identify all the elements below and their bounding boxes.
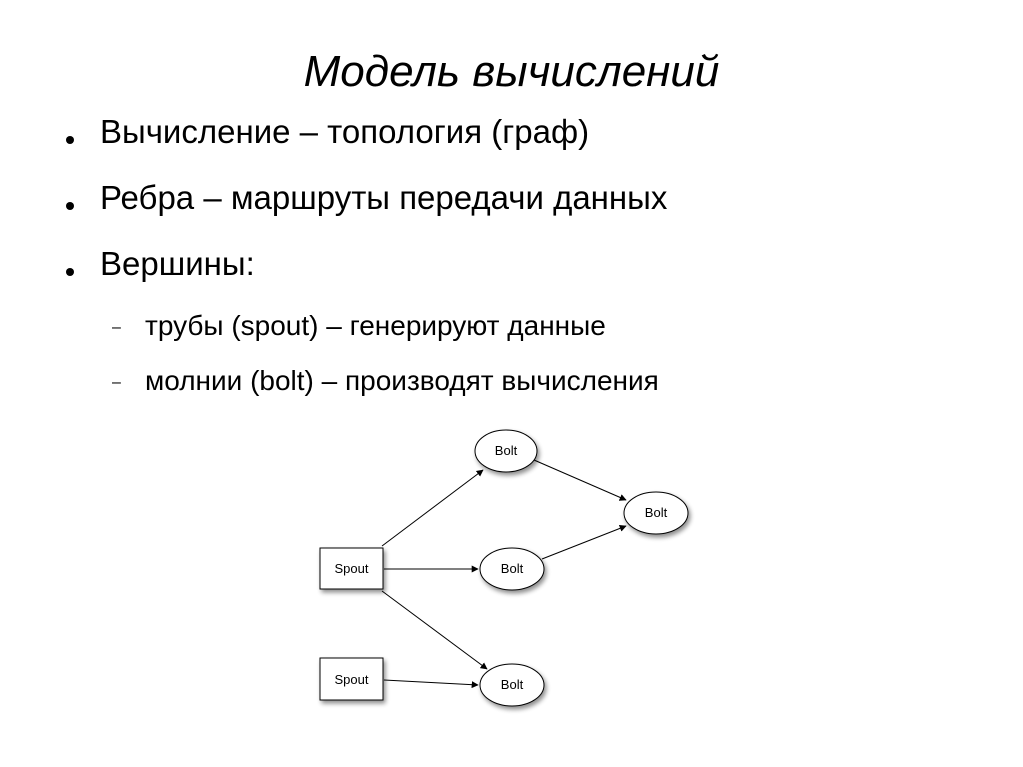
bullet-dot-icon: [66, 202, 74, 210]
bullet-list: Вычисление – топология (граф) Ребра – ма…: [66, 112, 667, 310]
edge-bolt-top-bolt-right: [533, 459, 627, 501]
sub-bullet-item: – трубы (spout) – генерируют данные: [112, 306, 659, 361]
bullet-dot-icon: [66, 268, 74, 276]
bolt-label: Bolt: [501, 677, 524, 692]
edge-bolt-mid-bolt-right: [541, 525, 627, 560]
sub-bullet-text: молнии (bolt) – производят вычисления: [145, 365, 659, 396]
sub-bullet-item: – молнии (bolt) – производят вычисления: [112, 361, 659, 416]
bolt-label: Bolt: [501, 561, 524, 576]
spout-node: Spout: [319, 657, 384, 701]
sub-bullet-list: – трубы (spout) – генерируют данные – мо…: [112, 306, 659, 416]
slide-title: Модель вычислений: [303, 47, 720, 96]
bolt-label: Bolt: [645, 505, 668, 520]
bolt-label: Bolt: [495, 443, 518, 458]
bullet-dot-icon: [66, 136, 74, 144]
edge-spout2-bolt-bottom: [383, 679, 479, 689]
bolt-node: Bolt: [474, 429, 538, 473]
bullet-item: Вершины:: [66, 244, 667, 310]
spout-node: Spout: [319, 547, 384, 590]
bolt-node: Bolt: [479, 663, 545, 707]
bullet-item: Вычисление – топология (граф): [66, 112, 667, 178]
bullet-text: Ребра – маршруты передачи данных: [100, 179, 668, 216]
dash-marker: –: [112, 374, 121, 391]
edge-spout1-bolt-top: [381, 469, 484, 547]
bullet-item: Ребра – маршруты передачи данных: [66, 178, 667, 244]
edge-spout1-bolt-bottom: [381, 590, 488, 670]
spout-label: Spout: [335, 561, 369, 576]
sub-bullet-text: трубы (spout) – генерируют данные: [145, 310, 606, 341]
bolt-node: Bolt: [623, 491, 689, 535]
bullet-text: Вычисление – топология (граф): [100, 113, 590, 150]
dash-marker: –: [112, 319, 121, 336]
spout-label: Spout: [335, 672, 369, 687]
bolt-node: Bolt: [479, 547, 545, 591]
bullet-text: Вершины:: [100, 245, 255, 282]
